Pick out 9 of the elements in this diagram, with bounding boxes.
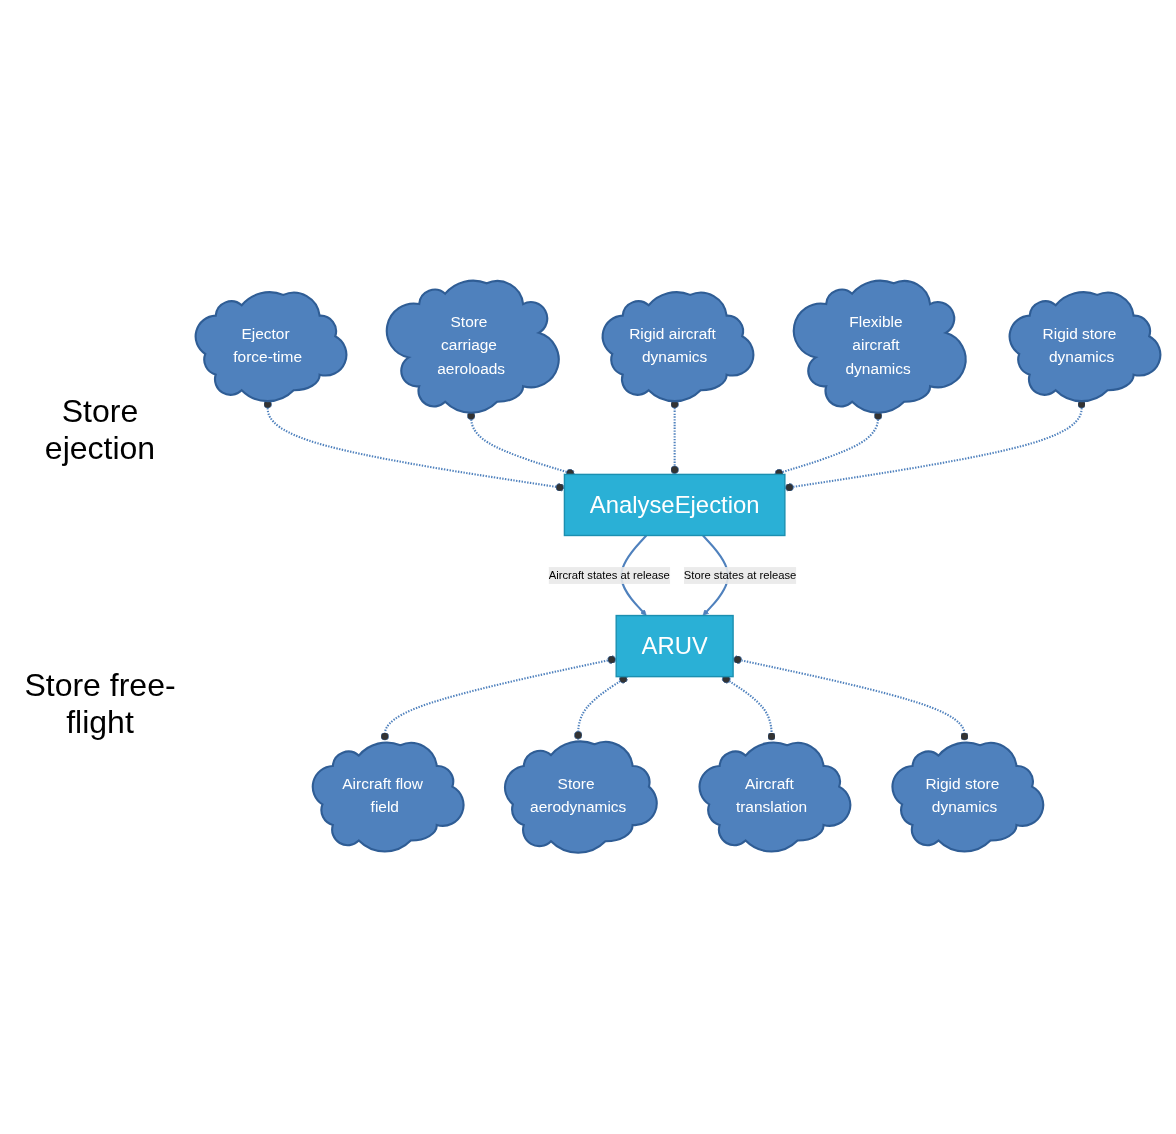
connector: [721, 675, 776, 742]
side-label: Store ejection: [43, 393, 157, 467]
node-box: ARUV: [615, 615, 734, 678]
edge-label: Store states at release: [683, 569, 797, 582]
side-label: Store free-flight: [23, 667, 177, 741]
edge-label: Aircraft states at release: [548, 569, 670, 582]
node-box: AnalyseEjection: [563, 474, 786, 537]
connector: [380, 655, 617, 742]
connector: [573, 675, 628, 741]
